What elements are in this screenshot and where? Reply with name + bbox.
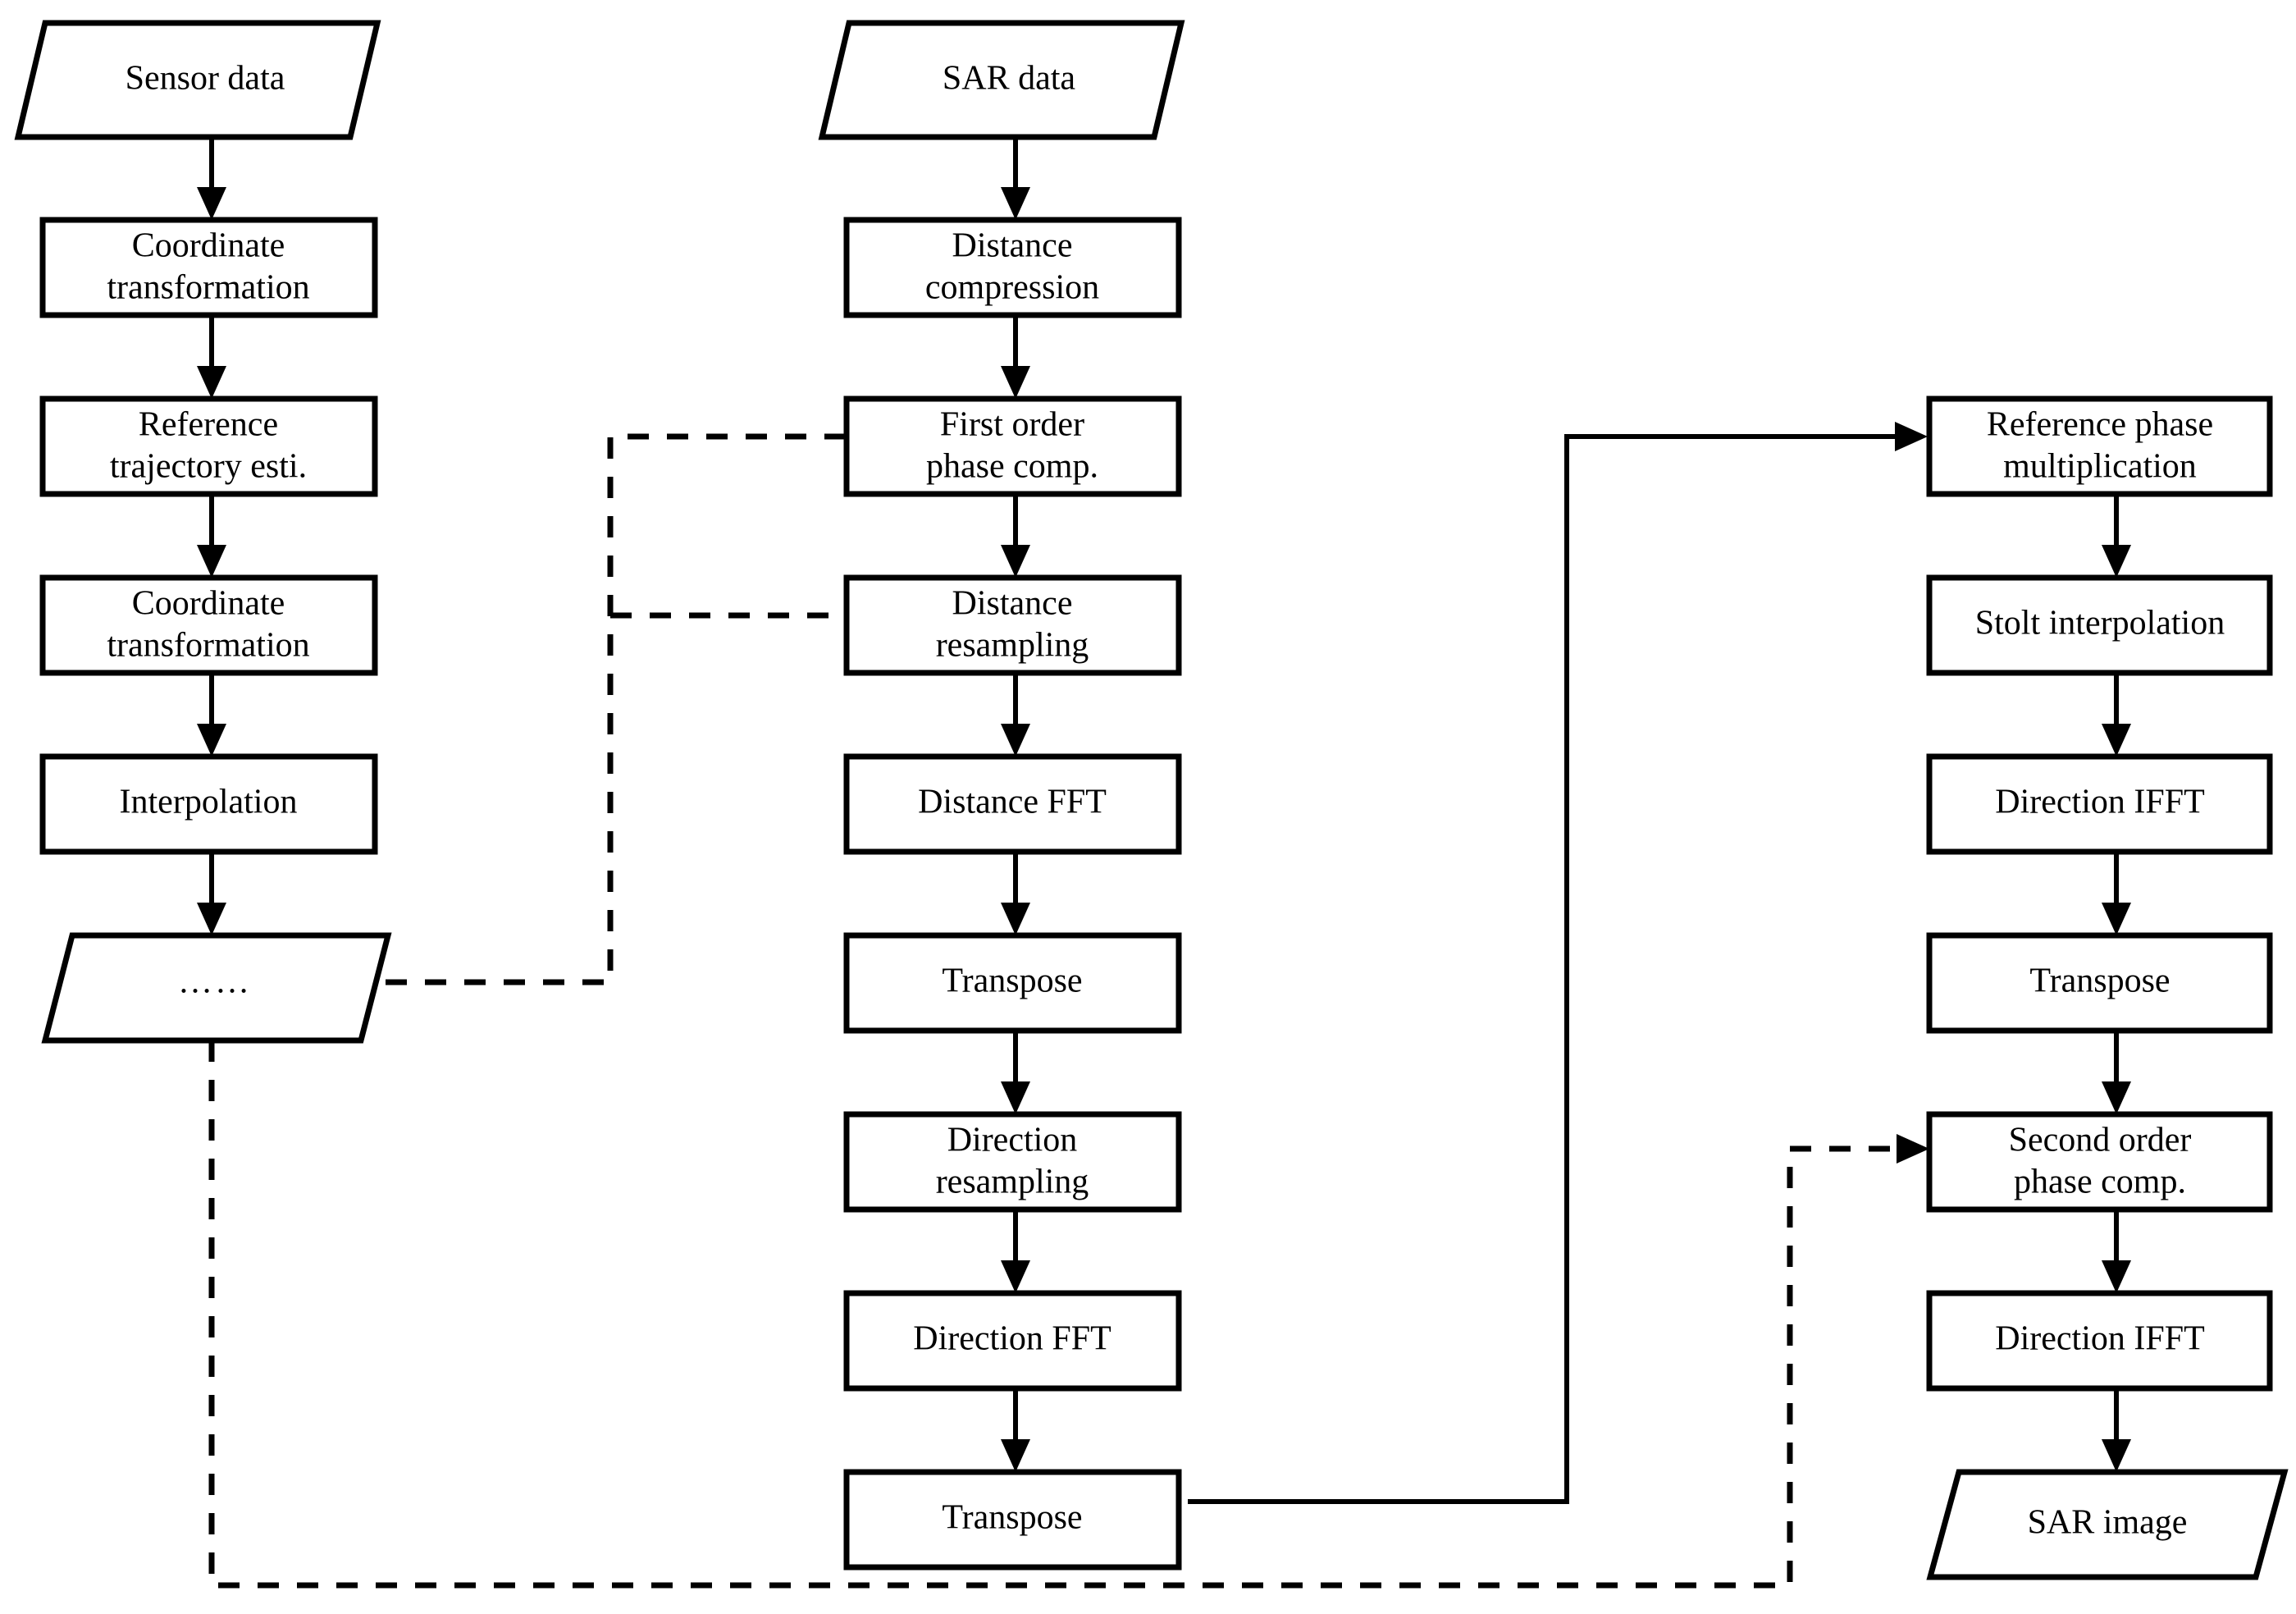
node-label-coordinate-transform-1-line1: Coordinate (132, 227, 285, 265)
node-label-distance-compression-line1: Distance (952, 227, 1073, 265)
arrowhead-icon (1001, 366, 1030, 399)
edge-second-order-phase-to-direction-ifft-2 (2102, 1208, 2131, 1293)
edge-stolt-to-direction-ifft-1 (2102, 671, 2131, 757)
node-direction-ifft-2[interactable]: Direction IFFT (1926, 1290, 2273, 1392)
node-label-ellipsis-data: …… (178, 963, 252, 1001)
edge-direction-resampling-to-direction-fft (1001, 1208, 1030, 1293)
node-sar-data[interactable]: SAR data (818, 20, 1185, 140)
node-label-stolt-interpolation: Stolt interpolation (1975, 605, 2225, 642)
node-label-direction-resampling-line1: Direction (947, 1122, 1078, 1159)
arrowhead-icon (1001, 187, 1030, 220)
node-distance-fft[interactable]: Distance FFT (843, 753, 1182, 855)
arrowhead-icon (197, 366, 226, 399)
arrowhead-icon (197, 724, 226, 757)
arrowhead-icon (197, 545, 226, 578)
node-label-reference-trajectory-line1: Reference (139, 406, 278, 444)
node-first-order-phase[interactable]: First order phase comp. (843, 395, 1182, 497)
node-interpolation[interactable]: Interpolation (39, 753, 378, 855)
arrowhead-icon (2102, 1081, 2131, 1114)
arrowhead-icon (197, 903, 226, 935)
node-label-transpose-3: Transpose (2029, 962, 2170, 1000)
node-stolt-interpolation[interactable]: Stolt interpolation (1926, 574, 2273, 676)
node-label-sar-data: SAR data (943, 60, 1076, 98)
arrowhead-icon (1001, 1081, 1030, 1114)
node-label-coordinate-transform-2-line2: transformation (107, 627, 309, 665)
arrowhead-icon (1897, 1134, 1929, 1164)
node-label-distance-compression-line2: compression (925, 269, 1099, 307)
edge-direction-fft-to-transpose-2 (1001, 1387, 1030, 1472)
arrowhead-icon (2102, 1439, 2131, 1472)
edges-solid-group (197, 139, 2131, 1504)
node-label-distance-resampling-line1: Distance (952, 585, 1073, 623)
edge-direction-ifft-2-to-sar-image (2102, 1387, 2131, 1472)
node-label-direction-resampling-line2: resampling (936, 1164, 1089, 1201)
node-distance-resampling[interactable]: Distance resampling (843, 574, 1182, 676)
edge-reference-phase-mult-to-stolt (2102, 492, 2131, 578)
arrowhead-icon (1001, 1439, 1030, 1472)
edge-transpose-3-to-second-order-phase (2102, 1029, 2131, 1114)
node-label-reference-phase-mult-line2: multiplication (2003, 448, 2197, 486)
node-direction-resampling[interactable]: Direction resampling (843, 1111, 1182, 1213)
edge-transpose-1-to-direction-resampling (1001, 1029, 1030, 1114)
node-label-first-order-phase-line1: First order (940, 406, 1084, 444)
edge-direction-ifft-1-to-transpose-3 (2102, 850, 2131, 935)
node-coordinate-transform-1[interactable]: Coordinate transformation (39, 217, 378, 318)
edge-sensor-to-coordinate-transform-1 (197, 139, 226, 220)
node-label-direction-fft: Direction FFT (913, 1320, 1111, 1358)
arrowhead-icon (2102, 545, 2131, 578)
node-label-reference-trajectory-line2: trajectory esti. (110, 448, 307, 486)
node-reference-trajectory[interactable]: Reference trajectory esti. (39, 395, 378, 497)
edge-sar-data-to-distance-compression (1001, 139, 1030, 220)
node-label-second-order-phase-line2: phase comp. (2014, 1164, 2186, 1201)
edge-distance-resampling-to-distance-fft (1001, 671, 1030, 757)
edge-reference-trajectory-to-coordinate-transform-2 (197, 492, 226, 578)
arrowhead-icon (1001, 1260, 1030, 1293)
edge-first-order-phase-to-distance-resampling (1001, 492, 1030, 578)
arrowhead-icon (1895, 422, 1928, 451)
node-sar-image[interactable]: SAR image (1926, 1469, 2289, 1580)
node-sensor-data[interactable]: Sensor data (14, 20, 381, 140)
edge-distance-compression-to-first-order-phase (1001, 313, 1030, 399)
node-label-transpose-1: Transpose (942, 962, 1082, 1000)
edge-ellipsis-to-second-order-phase (208, 1040, 1929, 1589)
node-label-direction-ifft-1: Direction IFFT (1995, 784, 2204, 821)
node-second-order-phase[interactable]: Second order phase comp. (1926, 1111, 2273, 1213)
node-label-transpose-2: Transpose (942, 1499, 1082, 1537)
edge-coordinate-transform-1-to-reference-trajectory (197, 313, 226, 399)
node-transpose-3[interactable]: Transpose (1926, 932, 2273, 1034)
arrowhead-icon (1001, 903, 1030, 935)
node-label-coordinate-transform-2-line1: Coordinate (132, 585, 285, 623)
node-transpose-2[interactable]: Transpose (843, 1469, 1182, 1571)
node-label-first-order-phase-line2: phase comp. (926, 448, 1098, 486)
node-coordinate-transform-2[interactable]: Coordinate transformation (39, 574, 378, 676)
node-label-sar-image: SAR image (2028, 1504, 2188, 1542)
node-reference-phase-mult[interactable]: Reference phase multiplication (1926, 395, 2273, 497)
arrowhead-icon (197, 187, 226, 220)
edge-interpolation-to-ellipsis (197, 850, 226, 935)
edge-transpose-2-to-reference-phase-mult (1188, 422, 1928, 1504)
node-ellipsis-data[interactable]: …… (41, 932, 392, 1044)
node-direction-fft[interactable]: Direction FFT (843, 1290, 1182, 1392)
edge-coordinate-transform-2-to-interpolation (197, 671, 226, 757)
node-label-coordinate-transform-1-line2: transformation (107, 269, 309, 307)
node-direction-ifft-1[interactable]: Direction IFFT (1926, 753, 2273, 855)
node-distance-compression[interactable]: Distance compression (843, 217, 1182, 318)
node-label-direction-ifft-2: Direction IFFT (1995, 1320, 2204, 1358)
arrowhead-icon (2102, 724, 2131, 757)
arrowhead-icon (2102, 903, 2131, 935)
node-label-reference-phase-mult-line1: Reference phase (1987, 406, 2213, 444)
node-label-distance-fft: Distance FFT (918, 784, 1107, 821)
node-label-distance-resampling-line2: resampling (936, 627, 1089, 665)
node-transpose-1[interactable]: Transpose (843, 932, 1182, 1034)
node-label-interpolation: Interpolation (120, 784, 298, 821)
arrowhead-icon (1001, 545, 1030, 578)
node-label-sensor-data: Sensor data (126, 60, 285, 98)
edge-distance-fft-to-transpose-1 (1001, 850, 1030, 935)
node-label-second-order-phase-line1: Second order (2009, 1122, 2192, 1159)
arrowhead-icon (1001, 724, 1030, 757)
edge-ellipsis-to-first-order-phase (386, 422, 980, 985)
arrowhead-icon (2102, 1260, 2131, 1293)
